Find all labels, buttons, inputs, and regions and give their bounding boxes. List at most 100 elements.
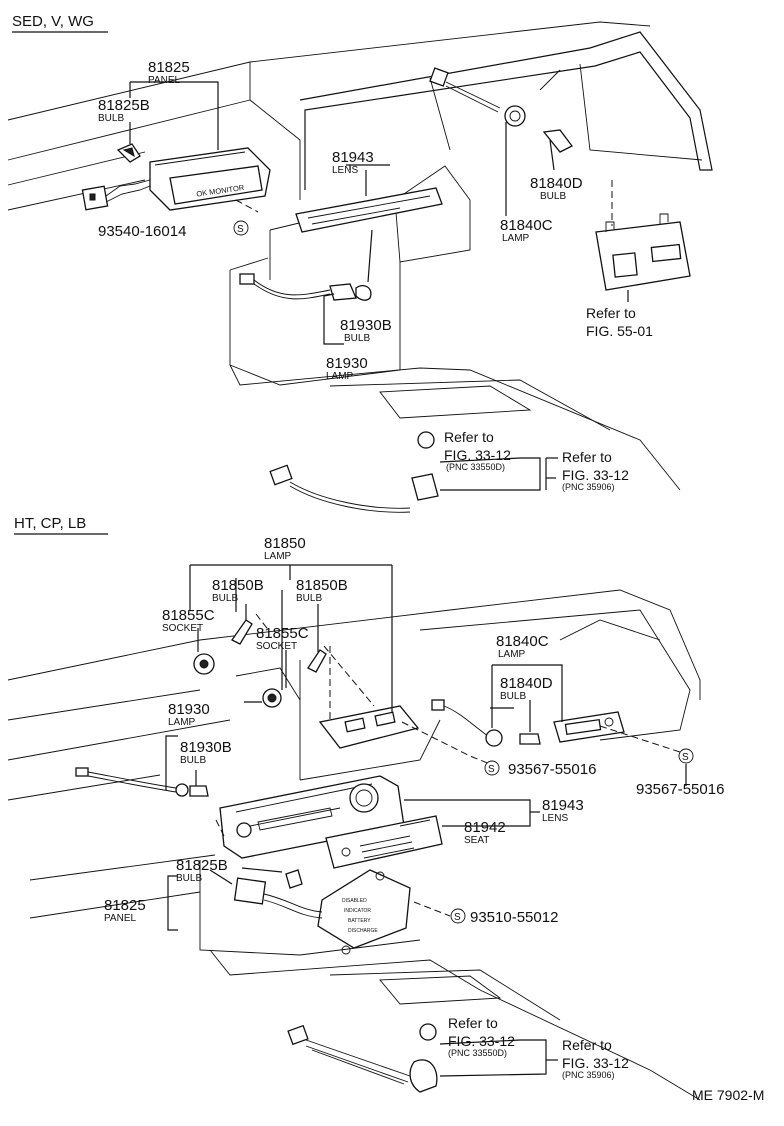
label-81930-no: 81930 xyxy=(168,701,210,718)
panel-face-text-3: BATTERY xyxy=(348,918,371,924)
label-81930b-no: 81930B xyxy=(180,739,232,756)
top-refer1-line1: Refer to xyxy=(586,305,636,321)
label-81943-name: LENS xyxy=(332,165,358,176)
label-81840d-no: 81840D xyxy=(530,175,583,192)
bottom-panel-81825: DISABLED INDICATOR BATTERY DISCHARGE xyxy=(317,869,411,955)
panel-face-text-1: DISABLED xyxy=(342,898,367,904)
label-81855c-right-name: SOCKET xyxy=(256,641,297,652)
top-leaders xyxy=(129,81,629,491)
label-81942-name: SEAT xyxy=(464,835,489,846)
bottom-bulb-81825b xyxy=(285,869,303,889)
label-81825-panel-name: PANEL xyxy=(148,75,180,86)
footer-code: ME 7902-M xyxy=(692,1087,764,1103)
label-81840c-no: 81840C xyxy=(496,633,549,650)
bottom-lamp-81840c xyxy=(431,699,541,747)
label-81840c-no: 81840C xyxy=(500,217,553,234)
label-81942-no: 81942 xyxy=(464,819,506,836)
label-81930-name: LAMP xyxy=(326,371,354,382)
label-93567-55016-b: 93567-55016 xyxy=(636,781,724,798)
label-81850b-right-name: BULB xyxy=(296,593,322,604)
label-81930b-name: BULB xyxy=(180,755,206,766)
top-labels: 81825 PANEL 81825B BULB 93540-16014 S 81… xyxy=(98,59,653,492)
panel-face-text-4: DISCHARGE xyxy=(348,928,378,934)
bottom-seat-81942 xyxy=(325,815,443,869)
bottom-refer1-line2: FIG. 33-12 xyxy=(448,1033,515,1049)
top-section: SED, V, WG OK MONITOR xyxy=(7,13,713,513)
bottom-dashboard-outline xyxy=(7,589,701,1101)
top-refer2-pnc: (PNC 33550D) xyxy=(446,462,505,472)
bottom-lens-81943 xyxy=(219,775,405,859)
top-refer3-line1: Refer to xyxy=(562,449,612,465)
label-81930-name: LAMP xyxy=(168,717,196,728)
label-81825-no: 81825 xyxy=(104,897,146,914)
label-81840c-name: LAMP xyxy=(502,233,530,244)
screw-marker-icon xyxy=(484,760,500,776)
bottom-meter-housing xyxy=(553,711,625,743)
label-81840d-no: 81840D xyxy=(500,675,553,692)
top-switch-assembly xyxy=(595,213,691,291)
label-81855c-right-no: 81855C xyxy=(256,625,309,642)
label-81930-no: 81930 xyxy=(326,355,368,372)
label-81825b-no: 81825B xyxy=(98,97,150,114)
label-81943-name: LENS xyxy=(542,813,568,824)
label-81930b-no: 81930B xyxy=(340,317,392,334)
bottom-refer1-pnc: (PNC 33550D) xyxy=(448,1048,507,1058)
top-bottom-socket xyxy=(269,431,439,513)
label-81825b-name: BULB xyxy=(98,113,124,124)
label-81855c-left-name: SOCKET xyxy=(162,623,203,634)
top-lamp-81840c xyxy=(429,67,573,153)
bottom-bulb-81850b-right xyxy=(307,649,327,673)
label-81825-name: PANEL xyxy=(104,913,136,924)
screw-s-mark: S xyxy=(682,752,689,763)
bottom-refer2-pnc: (PNC 35906) xyxy=(562,1070,615,1080)
panel-face-text-2: INDICATOR xyxy=(344,908,371,914)
bottom-socket-81855c-left xyxy=(193,653,215,675)
label-81943-no: 81943 xyxy=(332,149,374,166)
label-81840d-name: BULB xyxy=(540,191,566,202)
screw-s-mark: S xyxy=(488,764,495,775)
top-refer3-pnc: (PNC 35906) xyxy=(562,482,615,492)
top-refer2-line1: Refer to xyxy=(444,429,494,445)
label-81930b-name: BULB xyxy=(344,333,370,344)
top-lens-81943 xyxy=(295,187,443,233)
bottom-refer2-line1: Refer to xyxy=(562,1037,612,1053)
label-81825b-no: 81825B xyxy=(176,857,228,874)
top-section-heading: SED, V, WG xyxy=(12,13,94,30)
top-bulb-81825b xyxy=(116,143,141,163)
label-93567-55016-a: 93567-55016 xyxy=(508,761,596,778)
bottom-socket-81855c-right xyxy=(262,688,282,708)
bottom-lamp-81850 xyxy=(318,646,420,749)
screw-marker-icon xyxy=(450,908,466,924)
bottom-section-heading: HT, CP, LB xyxy=(14,515,86,532)
bottom-connector xyxy=(233,877,323,919)
bottom-lamp-81930 xyxy=(75,767,209,797)
label-93540-16014: 93540-16014 xyxy=(98,223,186,240)
screw-marker-icon xyxy=(678,748,694,764)
bottom-lower-socket xyxy=(287,1023,438,1093)
bottom-labels: 81850 LAMP 81850B BULB 81850B BULB 81855… xyxy=(104,535,724,1080)
label-81855c-left-no: 81855C xyxy=(162,607,215,624)
label-81850b-right-no: 81850B xyxy=(296,577,348,594)
ok-monitor-panel: OK MONITOR xyxy=(149,147,271,211)
label-81943-no: 81943 xyxy=(542,797,584,814)
screw-s-mark: S xyxy=(237,224,244,235)
label-81850b-left-no: 81850B xyxy=(212,577,264,594)
label-81840c-name: LAMP xyxy=(498,649,526,660)
label-81825-panel-no: 81825 xyxy=(148,59,190,76)
top-connector xyxy=(81,179,151,211)
bottom-bulb-81850b-left xyxy=(231,619,253,645)
label-81850-no: 81850 xyxy=(264,535,306,552)
label-81850b-left-name: BULB xyxy=(212,593,238,604)
label-81825b-name: BULB xyxy=(176,873,202,884)
top-lamp-81930 xyxy=(239,273,372,301)
label-81840d-name: BULB xyxy=(500,691,526,702)
top-refer1-line2: FIG. 55-01 xyxy=(586,323,653,339)
bottom-section: HT, CP, LB xyxy=(7,515,724,1101)
screw-marker-icon xyxy=(233,220,249,236)
top-refer2-line2: FIG. 33-12 xyxy=(444,447,511,463)
label-93510-55012: 93510-55012 xyxy=(470,909,558,926)
label-81850-name: LAMP xyxy=(264,551,292,562)
screw-s-mark: S xyxy=(454,912,461,923)
top-refer3-line2: FIG. 33-12 xyxy=(562,467,629,483)
